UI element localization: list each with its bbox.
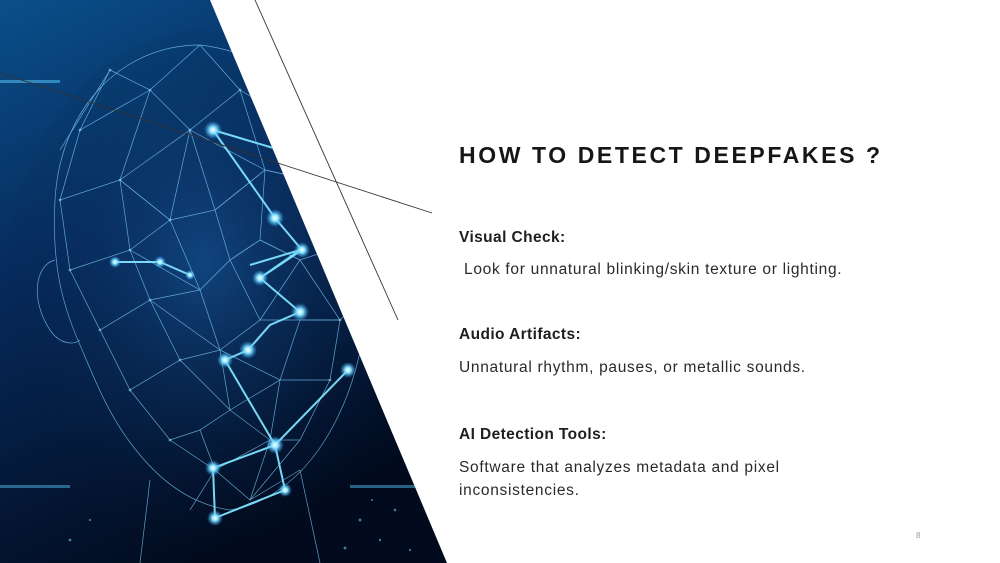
page-number: 8 [916,531,921,540]
section-heading-audio-artifacts: Audio Artifacts: [459,326,582,343]
section-text-ai-detection-tools: Software that analyzes metadata and pixe… [459,459,780,499]
section-text-visual-check: Look for unnatural blinking/skin texture… [459,261,843,278]
decorative-line [0,72,433,214]
section-text-audio-artifacts: Unnatural rhythm, pauses, or metallic so… [459,359,806,376]
decorative-line [254,0,399,321]
slide-title: HOW TO DETECT DEEPFAKES ? [459,142,883,168]
section-heading-ai-detection-tools: AI Detection Tools: [459,426,607,443]
section-heading-visual-check: Visual Check: [459,229,566,246]
